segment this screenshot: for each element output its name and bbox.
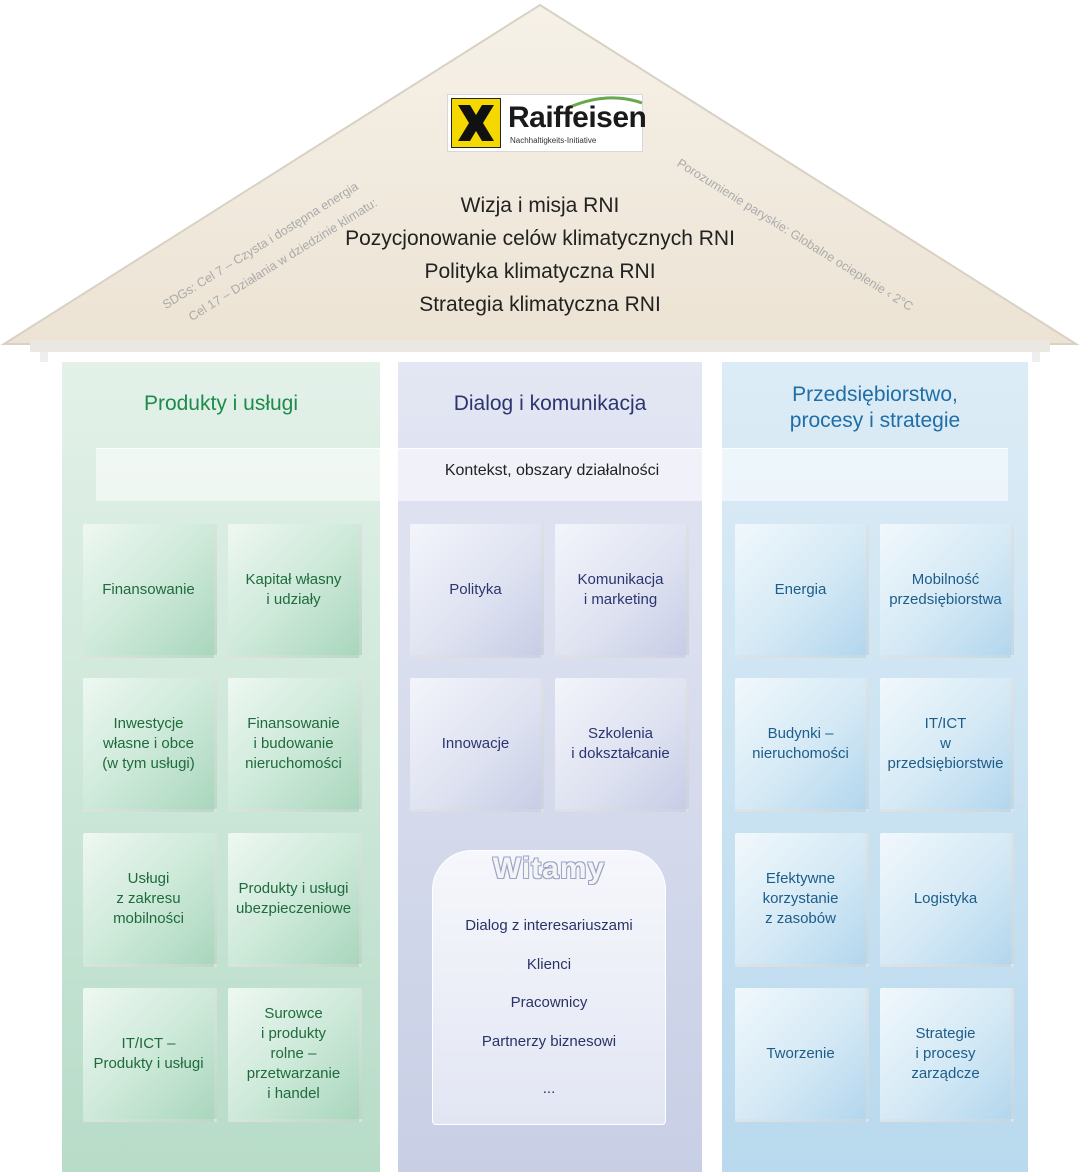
logo-name: Raiffeisen — [508, 101, 647, 134]
tile-management: Strategie i procesy zarządcze — [880, 988, 1014, 1122]
tile-equity: Kapitał własny i udziały — [228, 524, 362, 658]
roof-line-strategy: Strategia klimatyczna RNI — [419, 293, 661, 316]
house-outline-right — [1032, 352, 1040, 362]
roof-line-policy: Polityka klimatyczna RNI — [424, 260, 656, 283]
welcome-door — [432, 850, 666, 1125]
pillar-title-products: Produkty i usługi — [143, 392, 299, 415]
roof-line-vision: Wizja i misja RNI — [460, 194, 620, 217]
tile-policy: Polityka — [410, 524, 544, 658]
door-item-employees: Pracownicy — [510, 994, 588, 1011]
tile-energy: Energia — [735, 524, 869, 658]
tile-financing: Finansowanie — [83, 524, 217, 658]
tile-corporate-mobility: Mobilność przedsiębiorstwa — [880, 524, 1014, 658]
roof-line-positioning: Pozycjonowanie celów klimatycznych RNI — [345, 227, 735, 250]
logo-subtitle: Nachhaltigkeits-Initiative — [510, 136, 597, 145]
tile-investments: Inwestycje własne i obce (w tym usługi) — [83, 678, 217, 812]
door-item-stakeholders: Dialog z interesariuszami — [465, 917, 633, 934]
tile-training: Szkolenia i dokształcanie — [555, 678, 689, 812]
door-title: Witamy — [492, 852, 606, 885]
door-item-more: ... — [542, 1080, 556, 1097]
roof — [0, 3, 1080, 362]
tile-communication: Komunikacja i marketing — [555, 524, 689, 658]
tile-insurance: Produkty i usługi ubezpieczeniowe — [228, 833, 362, 967]
tile-it-enterprise: IT/ICT w przedsiębiorstwie — [880, 678, 1014, 812]
context-band — [96, 448, 1008, 501]
door-item-partners: Partnerzy biznesowi — [481, 1033, 617, 1050]
pillar-title-dialog: Dialog i komunikacja — [453, 392, 647, 415]
raiffeisen-logo: Raiffeisen Nachhaltigkeits-Initiative — [447, 94, 647, 152]
door-item-clients: Klienci — [526, 956, 572, 973]
context-label: Kontekst, obszary działalności — [444, 462, 660, 479]
gable-cross-icon — [451, 98, 501, 148]
tile-raw-materials: Surowce i produkty rolne – przetwarzanie… — [228, 988, 362, 1122]
tile-logistics: Logistyka — [880, 833, 1014, 967]
logo-arc-icon — [569, 96, 643, 109]
tile-innovation: Innowacje — [410, 678, 544, 812]
tile-mobility-services: Usługi z zakresu mobilności — [83, 833, 217, 967]
tile-buildings: Budynki – nieruchomości — [735, 678, 869, 812]
roof-eave — [30, 340, 1050, 352]
pillar-title-enterprise: Przedsiębiorstwo, procesy i strategie — [789, 383, 961, 432]
tile-resource-efficiency: Efektywne korzystanie z zasobów — [735, 833, 869, 967]
tile-it-products: IT/ICT – Produkty i usługi — [83, 988, 217, 1122]
house-outline-left — [40, 352, 48, 362]
tile-creation: Tworzenie — [735, 988, 869, 1122]
tile-real-estate-financing: Finansowanie i budowanie nieruchomości — [228, 678, 362, 812]
